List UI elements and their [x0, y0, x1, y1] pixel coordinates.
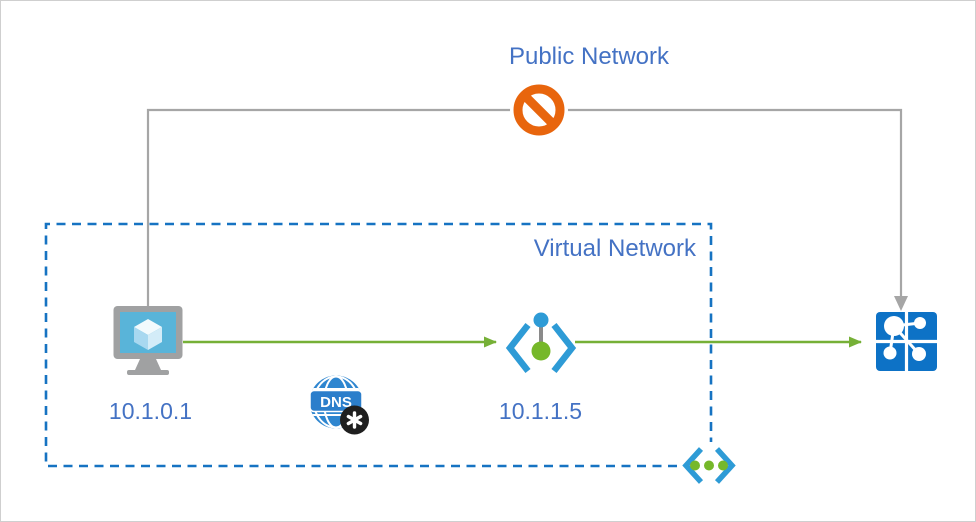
- public-network-connector: [146, 108, 908, 311]
- vm-ip-label: 10.1.0.1: [108, 398, 193, 424]
- private-endpoint-ip-label: 10.1.1.5: [498, 398, 583, 424]
- virtual-machine-icon: [113, 306, 183, 375]
- virtual-network-boundary: [44, 222, 713, 468]
- private-link-icon: [682, 447, 736, 484]
- dns-text: DNS: [320, 394, 352, 411]
- gray-arrowhead-icon: [894, 296, 908, 311]
- public-network-label: Public Network: [508, 43, 670, 70]
- dns-icon: DNS: [309, 375, 369, 435]
- private-link-service-icon: [876, 312, 937, 371]
- asterisk-badge-icon: [340, 405, 369, 435]
- virtual-network-label: Virtual Network: [533, 235, 696, 262]
- private-endpoint-icon: [505, 312, 577, 374]
- prohibition-icon: [510, 81, 568, 139]
